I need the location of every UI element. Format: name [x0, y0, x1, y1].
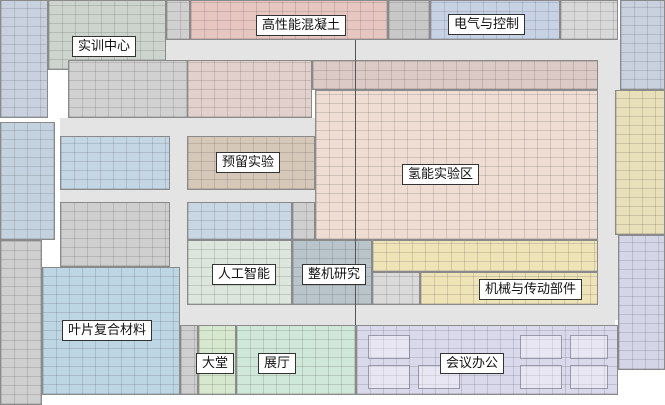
corridor-middle-2 [60, 190, 315, 202]
desk-cluster [570, 335, 608, 359]
desk-cluster [418, 365, 460, 389]
label-meeting-office: 会议办公 [440, 353, 505, 374]
zone-top-strip-gray [166, 0, 190, 40]
desk-cluster [520, 335, 562, 359]
desk-cluster [520, 365, 562, 389]
label-hydrogen-lab: 氢能实验区 [402, 164, 480, 185]
zone-mechanical-gray [372, 272, 420, 305]
desk-cluster [368, 365, 410, 389]
label-mechanical-transmission: 机械与传动部件 [479, 279, 583, 300]
label-artificial-intelligence: 人工智能 [212, 264, 277, 285]
zone-mechanical-upper [372, 240, 598, 272]
zone-left-rooms-upper [0, 0, 48, 118]
zone-lab-row-2 [60, 136, 170, 190]
desk-cluster [368, 335, 410, 359]
corridor-north [165, 40, 615, 60]
corridor-middle-1 [60, 118, 315, 136]
label-lobby: 大堂 [196, 353, 235, 374]
zone-reserved-lab [187, 136, 315, 190]
zone-right-rooms-middle [615, 90, 665, 235]
corridor-south [165, 305, 615, 325]
zone-mid-gray [292, 202, 315, 240]
zone-ai-upper [187, 202, 292, 240]
desk-cluster [570, 365, 608, 389]
zone-right-rooms-lower [618, 235, 665, 370]
zone-top-strip-gray-2 [388, 0, 430, 40]
zone-upper-labs-right [312, 60, 598, 90]
corridor-east [598, 40, 620, 320]
label-electrical-control: 电气与控制 [448, 14, 526, 35]
label-reserved-lab: 预留实验 [216, 152, 281, 173]
label-training-center: 实训中心 [72, 36, 137, 57]
label-exhibition-hall: 展厅 [258, 353, 297, 374]
zone-left-rooms-lower [0, 240, 42, 405]
label-machine-research: 整机研究 [302, 264, 367, 285]
zone-left-rooms-middle [0, 122, 55, 240]
grid-axis-line [355, 40, 356, 325]
zone-upper-labs [187, 60, 312, 118]
zone-training-center [48, 0, 166, 70]
zone-lobby-side [180, 325, 198, 395]
zone-top-right-corner [560, 0, 618, 40]
zone-artificial-intelligence [187, 240, 292, 305]
zone-lab-row-1 [68, 60, 188, 118]
label-blade-composite: 叶片复合材料 [62, 320, 153, 341]
label-high-performance-concrete: 高性能混凝土 [256, 15, 347, 36]
zone-lab-row-3 [60, 202, 170, 267]
zone-right-rooms-top [620, 0, 665, 90]
